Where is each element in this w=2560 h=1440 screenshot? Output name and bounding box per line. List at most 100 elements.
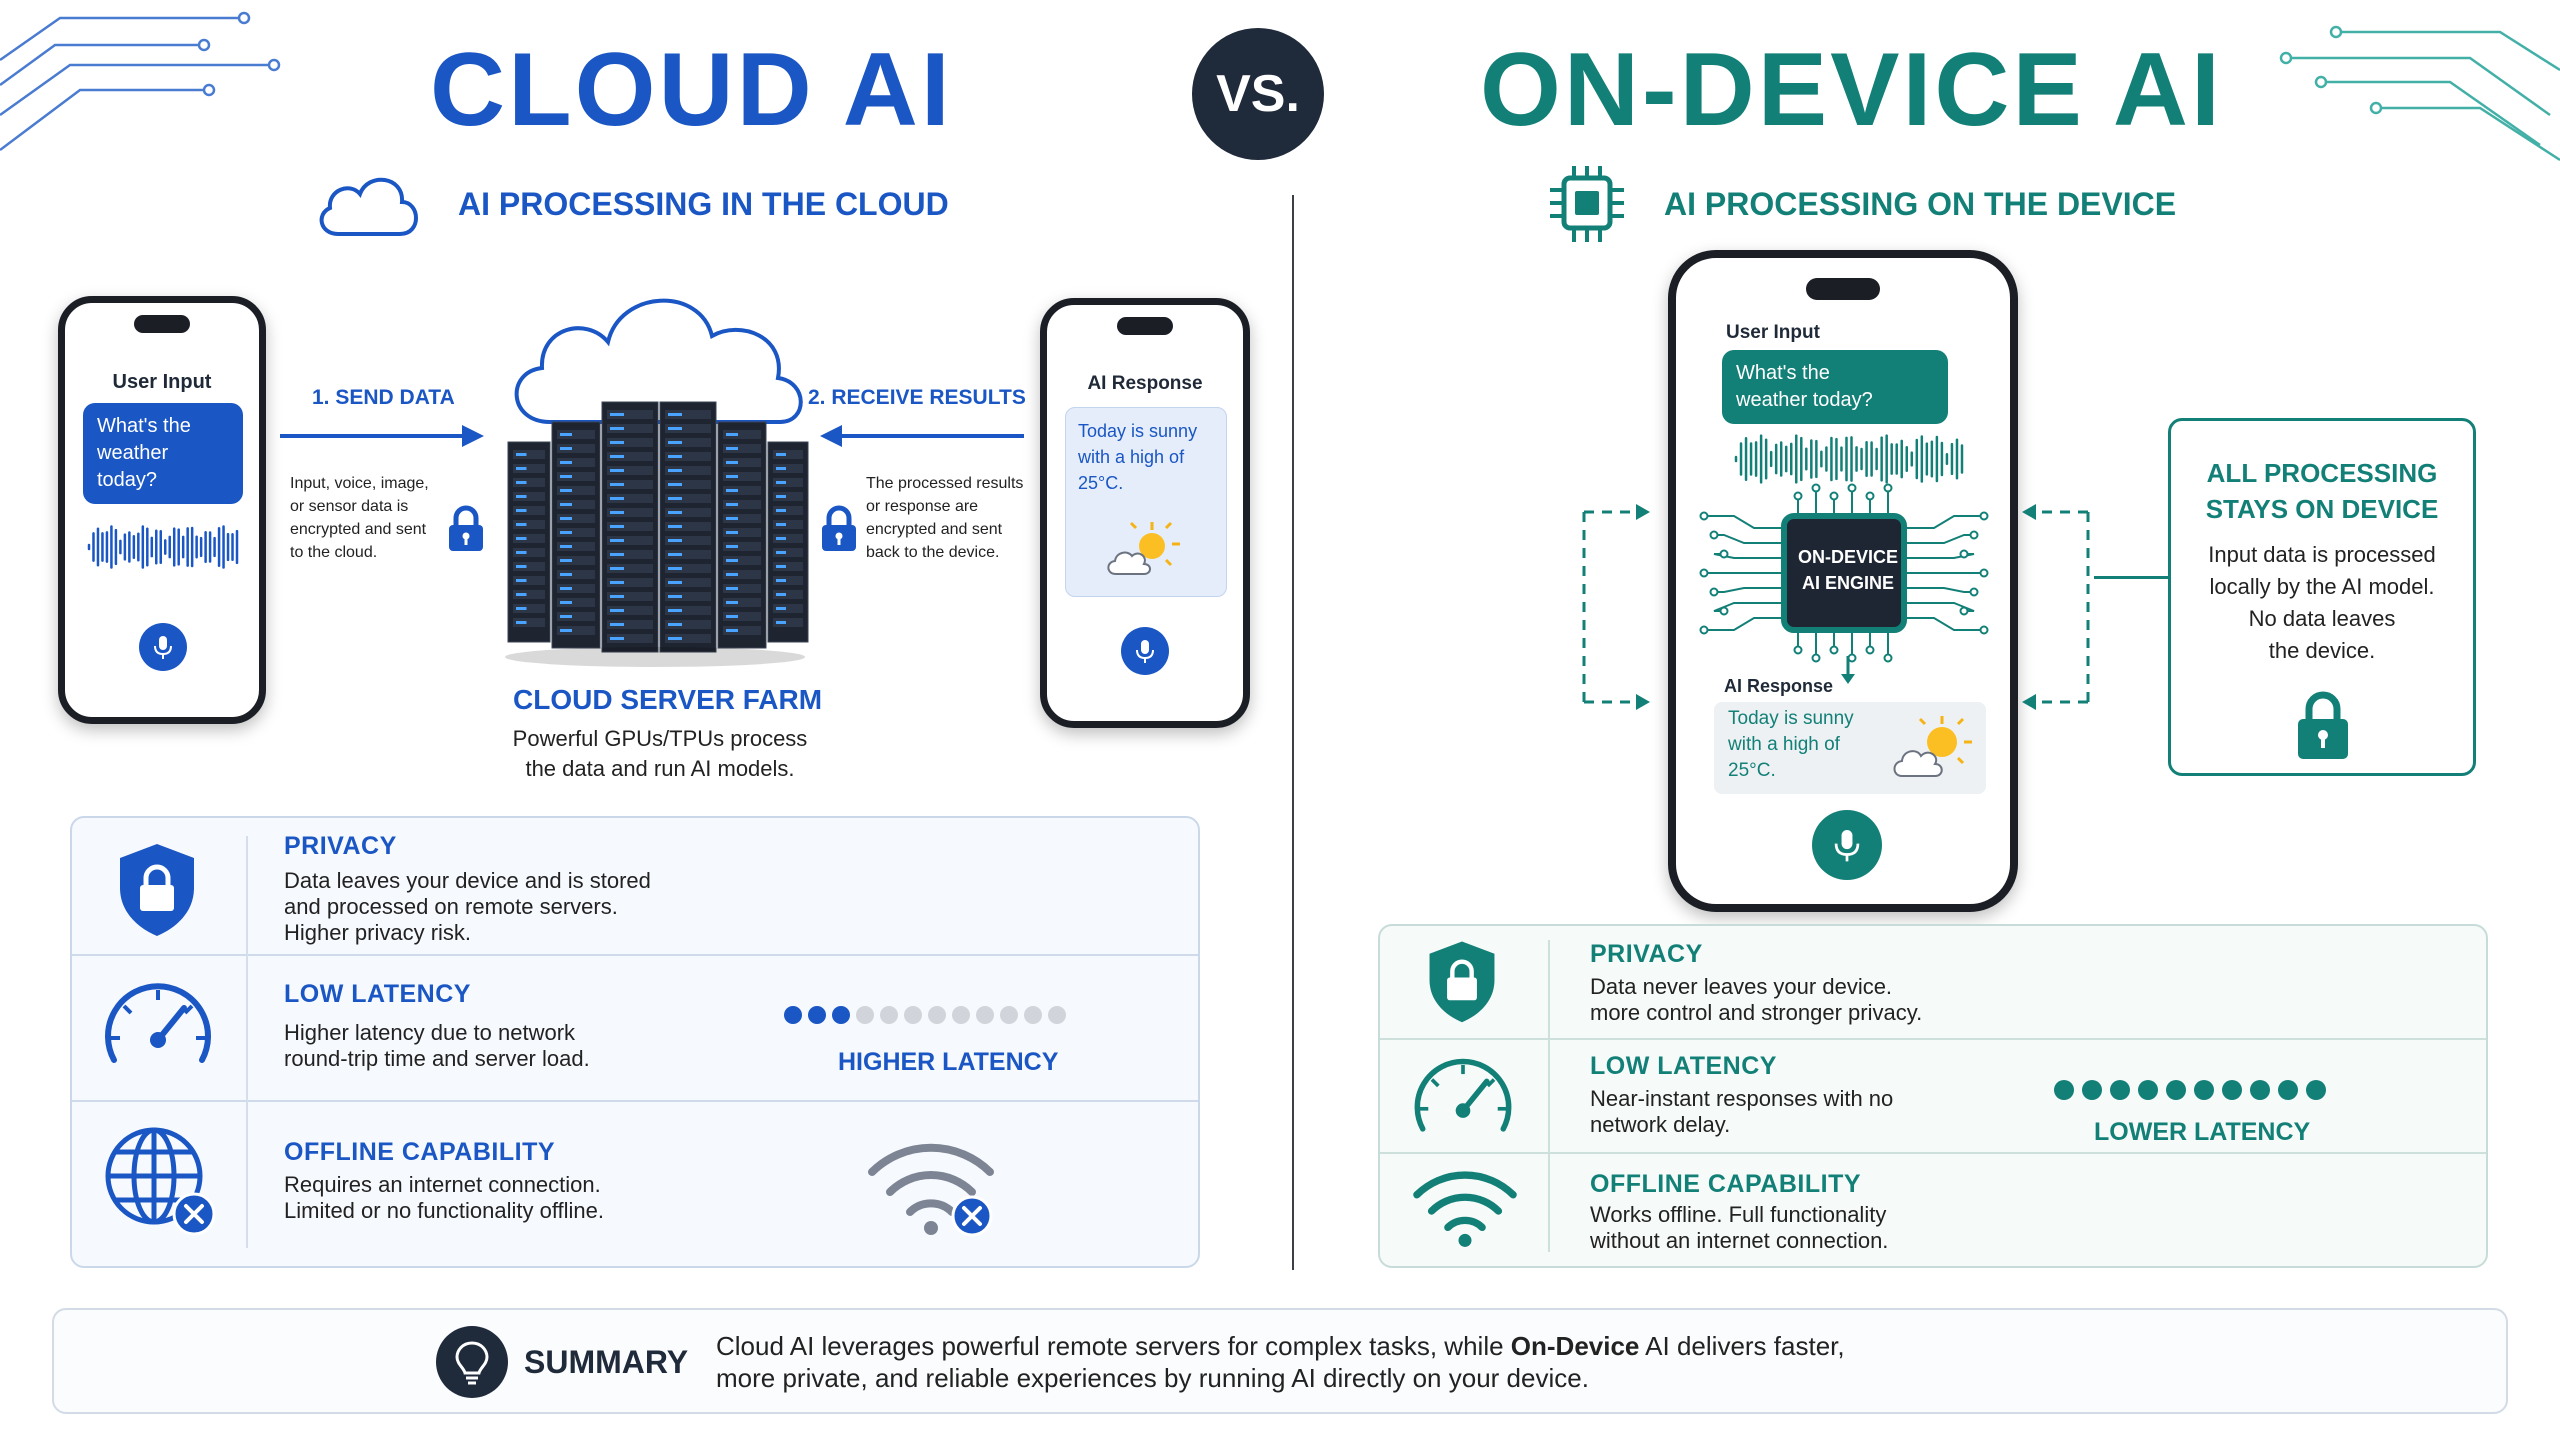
device-offline-description: Works offline. Full functionality withou…	[1590, 1202, 1888, 1254]
microphone-icon	[1136, 640, 1154, 663]
latency-dot	[856, 1006, 874, 1024]
summary-line-2: more private, and reliable experiences b…	[716, 1363, 1589, 1393]
center-divider	[1292, 195, 1294, 1270]
bubble-line: weather today?	[1736, 389, 1873, 411]
globe-offline-icon	[105, 1127, 216, 1236]
ai-response-label: AI Response	[1087, 373, 1203, 394]
desc-line: Works offline. Full functionality	[1590, 1202, 1887, 1227]
desc-line: without an internet connection.	[1590, 1228, 1889, 1253]
latency-dot	[2110, 1080, 2130, 1100]
desc-line: network delay.	[1590, 1112, 1731, 1137]
latency-dot	[1024, 1006, 1042, 1024]
user-question-bubble: What's the weather today?	[83, 403, 243, 504]
cloud-icon	[319, 177, 418, 236]
desc-line: more control and stronger privacy.	[1590, 1000, 1923, 1025]
desc-line: Near-instant responses with no	[1590, 1086, 1894, 1111]
engine-line: AI ENGINE	[1801, 573, 1894, 593]
device-response-label: AI Response	[1724, 676, 1834, 696]
desc-line: Limited or no functionality offline.	[284, 1198, 604, 1223]
response-line: Today is sunny	[1078, 421, 1198, 441]
desc-line: Higher privacy risk.	[284, 920, 472, 945]
circuit-decoration-left	[0, 11, 281, 151]
device-latency-description: Near-instant responses with no network d…	[1590, 1086, 1893, 1138]
voice-waveform-icon	[87, 525, 239, 569]
column-divider	[246, 836, 248, 1248]
callout-title: ALL PROCESSING STAYS ON DEVICE	[2171, 455, 2473, 527]
microphone-button[interactable]	[139, 623, 187, 671]
lightbulb-icon	[455, 1341, 489, 1385]
shield-lock-icon	[120, 844, 194, 936]
device-latency-dots	[2054, 1080, 2326, 1100]
response-line: with a high of	[1078, 447, 1185, 467]
desc-line: encrypted and sent	[866, 521, 1003, 538]
summary-text-part: AI delivers faster,	[1639, 1331, 1845, 1361]
latency-dot	[2278, 1080, 2298, 1100]
bubble-line: What's the	[1736, 362, 1830, 384]
cloud-privacy-description: Data leaves your device and is stored an…	[284, 868, 651, 946]
row-divider	[1380, 1152, 2486, 1154]
down-arrow-icon	[1841, 656, 1855, 684]
desc-line: back to the device.	[866, 544, 1000, 561]
device-features-card	[1378, 924, 2488, 1268]
summary-line-1: Cloud AI leverages powerful remote serve…	[716, 1330, 1845, 1362]
server-farm-title: CLOUD SERVER FARM	[513, 684, 823, 715]
desc-line: No data leaves	[2248, 606, 2396, 631]
cloud-latency-description: Higher latency due to network round-trip…	[284, 1020, 590, 1072]
device-subtitle: AI PROCESSING ON THE DEVICE	[1664, 186, 2177, 222]
callout-connector	[2094, 576, 2170, 579]
vs-label: VS.	[1216, 65, 1300, 123]
ai-response-card: Today is sunny with a high of 25°C.	[1065, 407, 1227, 597]
on-device-ai-title: ON-DEVICE AI	[1480, 32, 2223, 148]
send-arrow-icon	[280, 425, 484, 447]
summary-emphasis: On-Device	[1510, 1331, 1640, 1361]
latency-dot	[2054, 1080, 2074, 1100]
server-farm-description: Powerful GPUs/TPUs process the data and …	[490, 724, 830, 784]
column-divider	[1548, 940, 1550, 1252]
row-divider	[1380, 1038, 2486, 1040]
voice-waveform-icon	[1734, 434, 1964, 484]
server-farm-illustration	[505, 298, 809, 667]
on-device-phone: User Input What's the weather today? ON-…	[1668, 250, 2018, 912]
all-processing-callout: ALL PROCESSING STAYS ON DEVICE Input dat…	[2168, 418, 2476, 776]
speedometer-icon	[105, 983, 211, 1063]
latency-dot	[952, 1006, 970, 1024]
desc-line: encrypted and sent	[290, 521, 427, 538]
receive-arrow-icon	[820, 425, 1024, 447]
ai-engine-circuit	[1699, 483, 1989, 663]
cloud-ai-title: CLOUD AI	[430, 32, 953, 148]
chip-icon	[1550, 166, 1624, 242]
microphone-icon	[1834, 830, 1860, 862]
send-data-description: Input, voice, image, or sensor data is e…	[290, 472, 429, 564]
latency-dot	[2222, 1080, 2242, 1100]
desc-line: Data leaves your device and is stored	[284, 868, 651, 893]
desc-line: Data never leaves your device.	[1590, 974, 1893, 999]
latency-dot	[2194, 1080, 2214, 1100]
latency-dot	[808, 1006, 826, 1024]
summary-label: SUMMARY	[524, 1344, 689, 1380]
callout-title-line: STAYS ON DEVICE	[2205, 494, 2439, 524]
lock-icon	[822, 505, 856, 551]
lock-icon	[2298, 691, 2348, 759]
latency-dot	[2166, 1080, 2186, 1100]
partly-sunny-icon	[1107, 521, 1180, 575]
bubble-line: weather today?	[97, 442, 169, 491]
microphone-button[interactable]	[1812, 810, 1882, 880]
device-offline-title: OFFLINE CAPABILITY	[1590, 1170, 1862, 1198]
engine-line: ON-DEVICE	[1797, 547, 1898, 567]
user-input-label: User Input	[112, 371, 212, 393]
device-question-bubble: What's the weather today?	[1722, 350, 1948, 424]
row-divider	[72, 954, 1198, 956]
lower-latency-label: LOWER LATENCY	[2094, 1118, 2311, 1146]
partly-sunny-icon	[1893, 716, 1972, 777]
microphone-button[interactable]	[1121, 627, 1169, 675]
summary-text-part: Cloud AI leverages powerful remote serve…	[716, 1331, 1511, 1361]
desc-line: Powerful GPUs/TPUs process	[512, 726, 808, 751]
vs-badge: VS.	[1192, 28, 1324, 160]
wifi-off-icon	[868, 1143, 994, 1237]
desc-line: Higher latency due to network	[284, 1020, 576, 1045]
device-privacy-title: PRIVACY	[1590, 940, 1703, 968]
latency-dot	[1048, 1006, 1066, 1024]
latency-dot	[928, 1006, 946, 1024]
cloud-latency-dots	[784, 1006, 1066, 1024]
shield-lock-icon	[1429, 941, 1495, 1023]
